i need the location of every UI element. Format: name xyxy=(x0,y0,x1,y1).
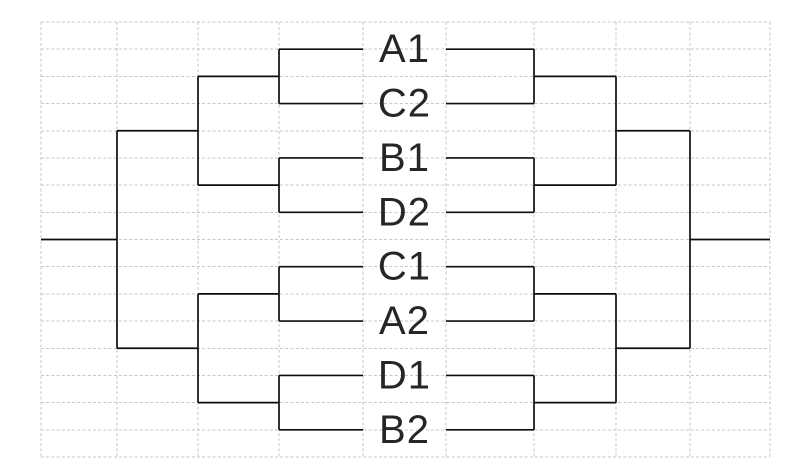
team-label-b2: B2 xyxy=(379,408,430,452)
team-label-d2: D2 xyxy=(378,190,431,234)
team-label-d1: D1 xyxy=(378,353,431,397)
bracket-lines xyxy=(41,48,770,431)
team-label-a2: A2 xyxy=(379,299,430,343)
team-label-a1: A1 xyxy=(379,27,430,71)
team-label-c1: C1 xyxy=(378,245,431,289)
team-label-b1: B1 xyxy=(379,136,430,180)
team-label-c2: C2 xyxy=(378,82,431,126)
